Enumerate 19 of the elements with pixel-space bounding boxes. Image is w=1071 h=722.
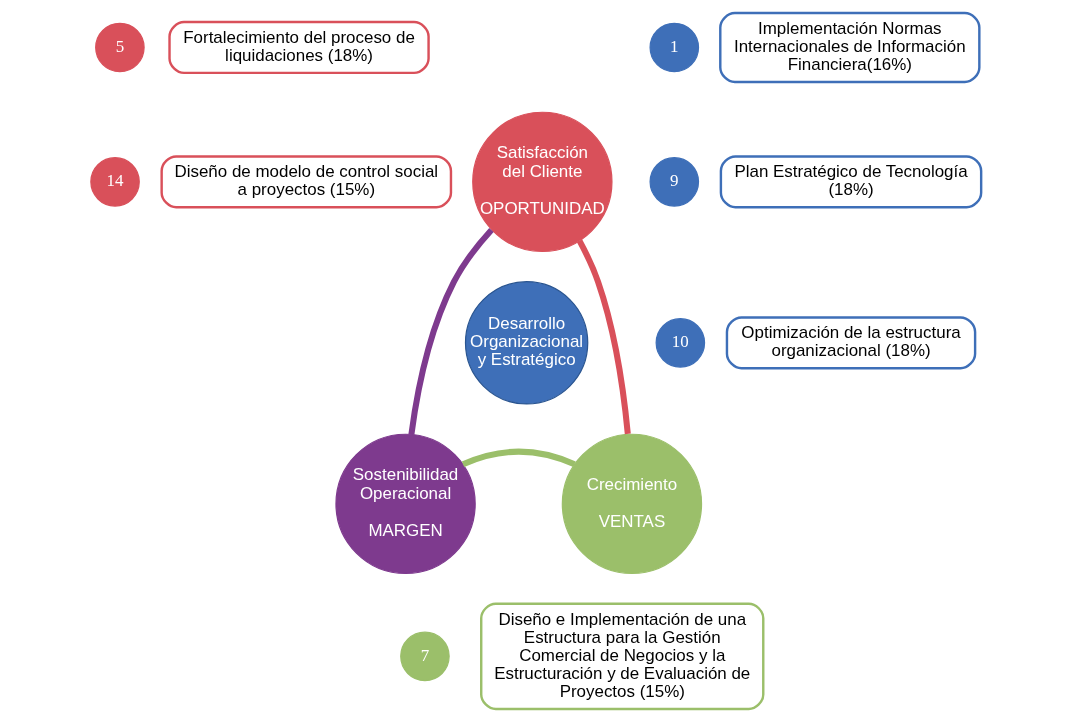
node-circle: Sostenibilidad Operacional MARGEN [334, 433, 476, 575]
node-box: Diseño e Implementación de una Estructura para la Gestión Comercial de Negocios y la Estructuración y de Evaluación de Proyectos (15%) [479, 602, 764, 711]
node-circle: 14 [89, 157, 140, 207]
connector [576, 239, 631, 435]
node-circle: Desarrollo Organizacional y Estratégico [464, 281, 588, 405]
connector [461, 448, 576, 468]
node-circle: 1 [649, 22, 699, 73]
node-box: Plan Estratégico de Tecnología (18%) [719, 155, 982, 209]
node-box: Fortalecimiento del proceso de liquidaciones (18%) [167, 20, 430, 75]
node-circle: 7 [399, 631, 450, 682]
node-circle: Crecimiento VENTAS [561, 433, 702, 575]
node-circle: 5 [94, 22, 145, 73]
connector [407, 227, 494, 435]
node-box: Implementación Normas Internacionales de Información Financiera(16%) [718, 11, 981, 84]
node-circle: Satisfacción del Cliente OPORTUNIDAD [471, 111, 613, 253]
node-box: Diseño de modelo de control social a proyectos (15%) [159, 155, 452, 209]
node-circle: 10 [655, 318, 705, 368]
node-box: Optimización de la estructura organizacional (18%) [725, 316, 976, 370]
node-circle: 9 [649, 157, 699, 207]
